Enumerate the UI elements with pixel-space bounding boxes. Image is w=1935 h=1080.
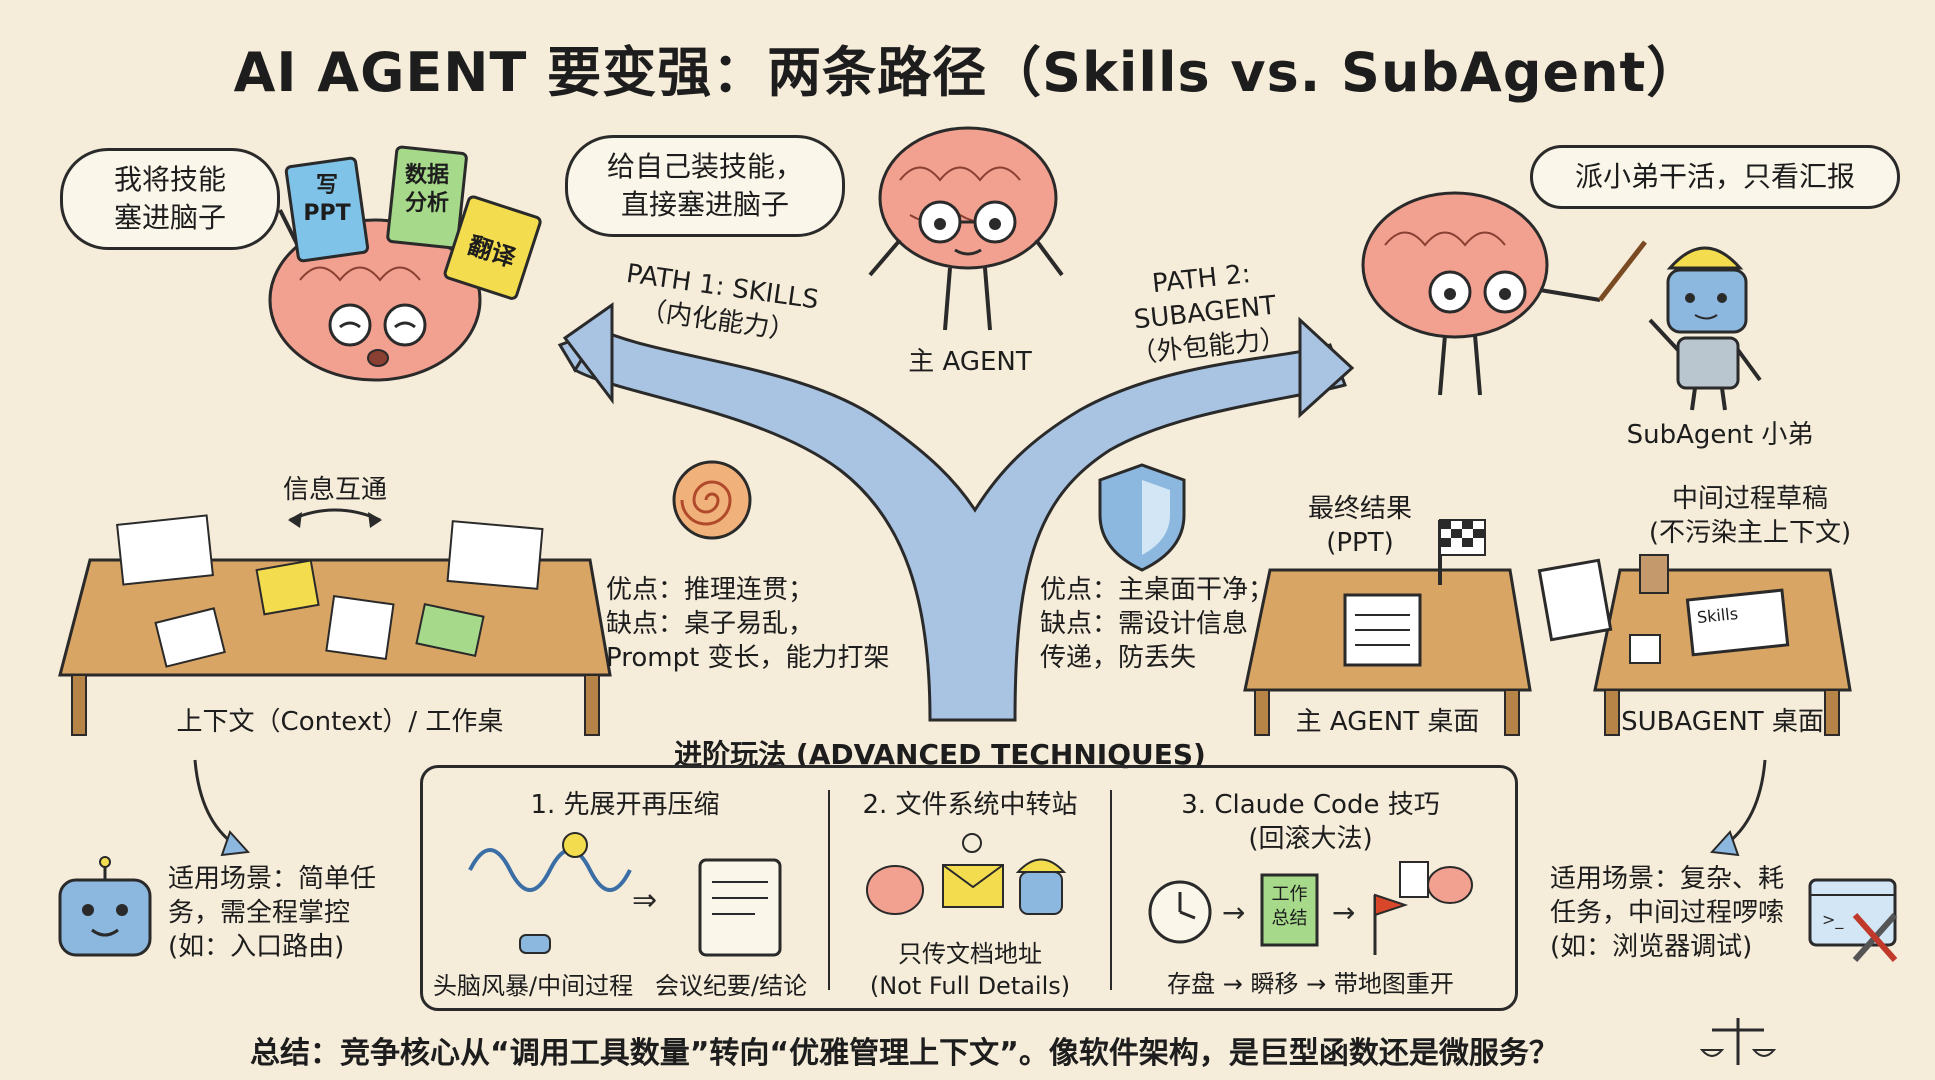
main-speech-bubble: 给自己装技能， 直接塞进脑子 [565, 135, 845, 237]
main-desk-label: 主 AGENT 桌面 [1295, 707, 1480, 737]
advanced-divider-1 [828, 790, 830, 990]
right-use-line3: (如：浏览器调试) [1550, 932, 1753, 962]
main-speech-line2: 直接塞进脑子 [620, 188, 789, 221]
card-write-ppt: 写 PPT [292, 172, 362, 228]
subagent-desk [1537, 554, 1852, 736]
technique-1-left: 头脑风暴/中间过程 [433, 972, 634, 1000]
shield-icon [1098, 463, 1186, 572]
card-ppt-line1: 写 [315, 173, 338, 198]
main-speech-line1: 给自己装技能， [606, 150, 803, 183]
svg-text:>_: >_ [1822, 910, 1844, 930]
scales-icon [1699, 1018, 1777, 1065]
left-use-line3: (如：入口路由) [168, 932, 345, 962]
left-use-line1: 适用场景：简单任 [168, 864, 377, 894]
card-ppt-line2: PPT [303, 201, 351, 226]
red-flag-icon [1373, 893, 1409, 955]
technique-2-title: 2. 文件系统中转站 [862, 790, 1078, 820]
work-summary-line1: 工作 [1271, 884, 1308, 905]
brainstorm-scribble-icon [468, 832, 632, 954]
right-use-line1: 适用场景：复杂、耗 [1550, 864, 1785, 894]
final-result-label: 最终结果 (PPT) [1290, 492, 1430, 560]
context-desk-caption: 上下文（Context）/ 工作桌 [176, 707, 504, 737]
subagent-cons: 缺点：需设计信息 [1040, 609, 1249, 639]
skills-cons-2: Prompt 变长，能力打架 [606, 643, 890, 673]
swirl-icon [672, 460, 752, 540]
technique-1-title: 1. 先展开再压缩 [530, 790, 720, 820]
right-use-case: 适用场景：复杂、耗 任务，中间过程啰嗦 (如：浏览器调试) [1550, 862, 1810, 964]
technique-2-line2: (Not Full Details) [869, 972, 1071, 1000]
subagent-pros: 优点：主桌面干净； [1040, 575, 1275, 605]
arrow-right-icon: ⇒ [632, 883, 657, 918]
left-desk [58, 508, 612, 736]
technique-3-title-line1: 3. Claude Code 技巧 [1181, 790, 1440, 820]
technique-3-flow: 存盘 → 瞬移 → 带地图重开 [1167, 970, 1454, 998]
page-title: AI AGENT 要变强：两条路径（Skills vs. SubAgent） [233, 41, 1702, 104]
work-summary-doc: 工作 总结 [1262, 883, 1317, 931]
draft-label: 中间过程草稿 (不污染主上下文) [1640, 482, 1860, 550]
skills-pros: 优点：推理连贯； [606, 575, 815, 605]
skills-brain [268, 209, 482, 382]
subagent-boss-brain [1361, 191, 1647, 396]
main-agent-brain [868, 126, 1064, 331]
right-use-line2: 任务，中间过程啰嗦 [1550, 898, 1785, 928]
draft-line2: (不污染主上下文) [1648, 518, 1852, 548]
skills-paper-tag: Skills [1696, 603, 1739, 628]
left-use-case: 适用场景：简单任 务，需全程掌控 (如：入口路由) [168, 862, 408, 964]
final-result-line1: 最终结果 [1307, 494, 1412, 524]
subagent-pros-cons: 优点：主桌面干净； 缺点：需设计信息 传递，防丢失 [1040, 573, 1300, 675]
left-thought-line1: 我将技能 [113, 163, 226, 196]
card-data-analysis: 数据 分析 [392, 162, 462, 218]
subagent-cons-2: 传递，防丢失 [1040, 643, 1197, 673]
rollback-clock-icon [1148, 880, 1212, 944]
left-thought-line2: 塞进脑子 [113, 201, 226, 234]
advanced-box [420, 765, 1518, 1011]
draft-line1: 中间过程草稿 [1671, 484, 1828, 514]
left-use-line2: 务，需全程掌控 [168, 898, 351, 928]
advanced-divider-2 [1110, 790, 1112, 990]
skills-cons: 缺点：桌子易乱， [606, 609, 815, 639]
road-fork [572, 328, 1347, 722]
technique-2-line1: 只传文档地址 [898, 940, 1042, 968]
right-arrowhead [1298, 316, 1355, 419]
arrow-right-icon-3: → [1332, 896, 1355, 929]
main-agent-desk [1243, 519, 1532, 736]
technique-2-note: 只传文档地址 (Not Full Details) [835, 938, 1105, 1002]
work-summary-line2: 总结 [1271, 908, 1308, 929]
final-result-line2: (PPT) [1326, 528, 1394, 558]
technique-3-title: 3. Claude Code 技巧 (回滚大法) [1118, 788, 1503, 856]
technique-1-right: 会议纪要/结论 [655, 972, 808, 1000]
meeting-minutes-icon [698, 858, 782, 957]
info-exchange-label: 信息互通 [282, 475, 387, 505]
subagent-label: SubAgent 小弟 [1626, 420, 1814, 450]
technique-3-title-line2: (回滚大法) [1248, 824, 1373, 854]
skill-cards [284, 145, 542, 300]
subagent-robot [1648, 246, 1762, 411]
main-agent-label: 主 AGENT [908, 347, 1032, 377]
card-data-line1: 数据 [404, 163, 449, 188]
card-data-line2: 分析 [404, 191, 449, 216]
right-speech-bubble: 派小弟干活，只看汇报 [1530, 145, 1900, 209]
file-relay-icon [866, 833, 1067, 915]
arrow-right-icon-2: → [1222, 896, 1245, 929]
browser-debug-icon: >_ [1808, 878, 1898, 962]
subagent-desk-label: SUBAGENT 桌面 [1621, 707, 1824, 737]
left-thought-bubble: 我将技能 塞进脑子 [60, 148, 280, 250]
skills-pros-cons: 优点：推理连贯； 缺点：桌子易乱， Prompt 变长，能力打架 [606, 573, 926, 675]
left-robot-icon [58, 856, 152, 957]
summary-text: 总结：竞争核心从“调用工具数量”转向“优雅管理上下文”。像软件架构，是巨型函数还… [250, 1036, 1559, 1071]
left-arrowhead [562, 302, 614, 405]
